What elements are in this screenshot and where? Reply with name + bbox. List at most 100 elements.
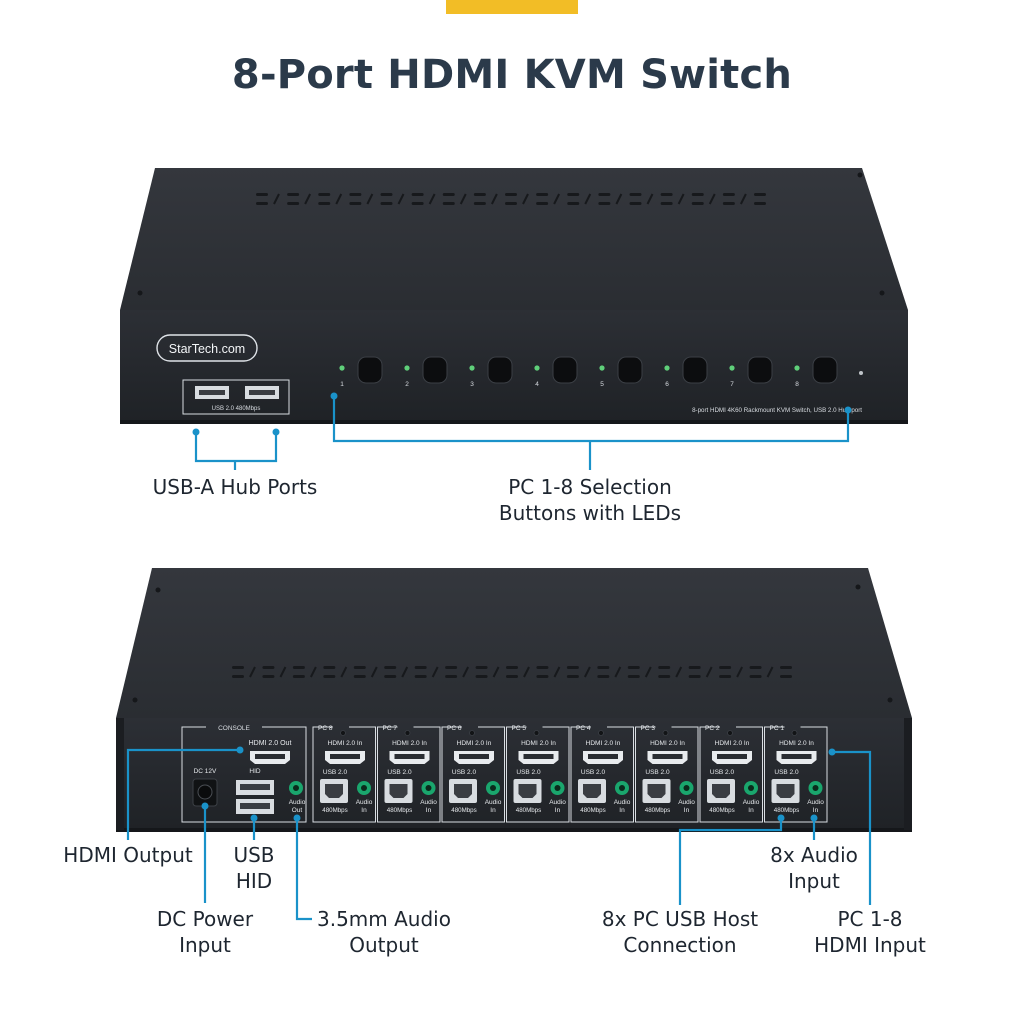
select-button-8[interactable] [812,356,838,384]
audio-output-callout-line [295,818,312,921]
audio-in-label-2: In [426,807,432,814]
front-unit-face [120,310,908,422]
vent-slot [473,202,486,205]
callout-audio-input: 8x Audio Input [754,842,874,894]
logo-frame [156,334,258,362]
hdmi-input-callout-line [832,750,872,905]
vent-slot [414,675,427,678]
vent-slash [249,666,256,678]
audio-in-label-1: Audio [356,799,373,806]
callout-usb-hid-line-1: USB [233,843,275,867]
vent-slot [442,193,455,196]
vent-slot [597,666,610,669]
usb-hub-frame [182,379,290,415]
select-button-5[interactable] [617,356,643,384]
select-button-4[interactable] [552,356,578,384]
vent-slot [380,193,393,196]
usb-a-port-2-tongue [249,390,275,395]
usb-a-port-1-tongue [199,390,225,395]
pc-section-frame [635,726,699,823]
usb-b-port-inner [583,784,601,798]
usb20-label: USB 2.0 [774,769,799,776]
vent-slot [536,666,549,669]
model-text: 8-port HDMI 4K60 Rackmount KVM Switch, U… [692,407,862,414]
hdmi-in-label: HDMI 2.0 In [521,740,556,747]
callout-dot [330,392,338,400]
vent-slash [431,666,439,678]
screw [598,730,604,736]
callout-selection-line-2: Buttons with LEDs [498,501,682,525]
vent-slash [708,193,716,205]
vent-slot [719,666,732,669]
pc-section-frame [441,726,505,823]
pc-section-frame [699,726,763,823]
vent-slot [629,193,642,196]
select-button-1[interactable] [357,356,383,384]
screw [469,730,475,736]
vent-slash [490,193,498,205]
port-led-6 [664,365,670,371]
vent-slot [475,666,488,669]
vent-slash [644,666,652,678]
vent-slot [256,202,268,205]
audio-in-jack-hole [748,785,754,791]
audio-in-jack-hole [683,785,690,791]
hdmi-in-port-inner [330,754,360,759]
usb-b-port-inner [776,784,795,798]
callout-dot [201,802,209,810]
vent-slot [262,666,275,669]
usb-hid-port-1-tongue [240,784,270,790]
vent-slot [567,193,580,196]
callout-dc-power-line-1: DC Power [156,907,254,931]
vent-slash [675,666,683,678]
select-button-7[interactable] [747,356,773,384]
usb20-label: USB 2.0 [710,769,735,776]
rear-callout-dots [201,746,836,822]
select-button-2[interactable] [422,356,448,384]
vent-slash [279,666,287,678]
usb-host-callout-line [678,818,783,905]
rear-vents [232,666,792,678]
vent-slash [273,193,280,205]
screw [533,730,540,736]
vent-slot [597,675,610,678]
vent-slot [660,202,673,205]
accent-bar [446,0,578,14]
vent-slot [722,202,735,205]
vent-slot [473,193,486,196]
front-vents [256,193,766,205]
console-frame [181,726,307,823]
screw [887,697,893,703]
audio-in-label-1: Audio [549,799,566,806]
callout-dot [293,814,301,822]
vent-slot [445,675,458,678]
audio-in-label-2: In [555,807,561,814]
select-button-3[interactable] [487,356,513,384]
callout-usb-host: 8x PC USB Host Connection [580,906,780,958]
callout-dot [192,428,200,436]
hdmi-in-port-inner [459,754,489,759]
vent-slot [719,675,732,678]
select-button-6[interactable] [682,356,708,384]
vent-slot [536,675,549,678]
vent-slot [384,675,397,678]
vent-slot [318,202,331,205]
pc-section-frame [377,726,441,823]
callout-audio-input-line-2: Input [788,869,840,893]
callout-audio-input-line-1: 8x Audio [770,843,858,867]
mbps-label: 480Mbps [645,807,670,814]
vent-slot [658,666,671,669]
vent-slot [688,675,701,678]
vent-slot [445,666,458,669]
vent-slot [292,675,305,678]
hid-label: HID [249,768,261,775]
vent-slash [459,193,467,205]
port-number-7: 7 [730,381,734,388]
callout-dot [844,406,852,414]
callout-selection-buttons: PC 1-8 Selection Buttons with LEDs [470,474,710,526]
front-callout-dots [192,392,852,436]
vent-slot [660,193,673,196]
hdmi-in-port-inner [394,754,425,759]
vent-slot [749,666,762,669]
